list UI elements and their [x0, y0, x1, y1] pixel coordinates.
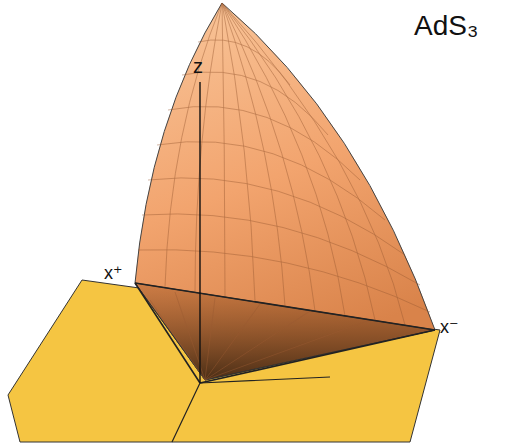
z-axis [199, 82, 200, 383]
axis-line [135, 283, 435, 383]
axis-label: x⁺ [104, 264, 123, 282]
poincare-surface [135, 3, 435, 380]
axis-label: x⁻ [440, 318, 459, 336]
axis-label: z [193, 56, 203, 76]
surface-base [135, 283, 435, 380]
axis-line [172, 377, 330, 442]
axis-line [135, 283, 435, 330]
space-label: AdS₃ [414, 12, 478, 40]
surface-grid [138, 3, 430, 380]
